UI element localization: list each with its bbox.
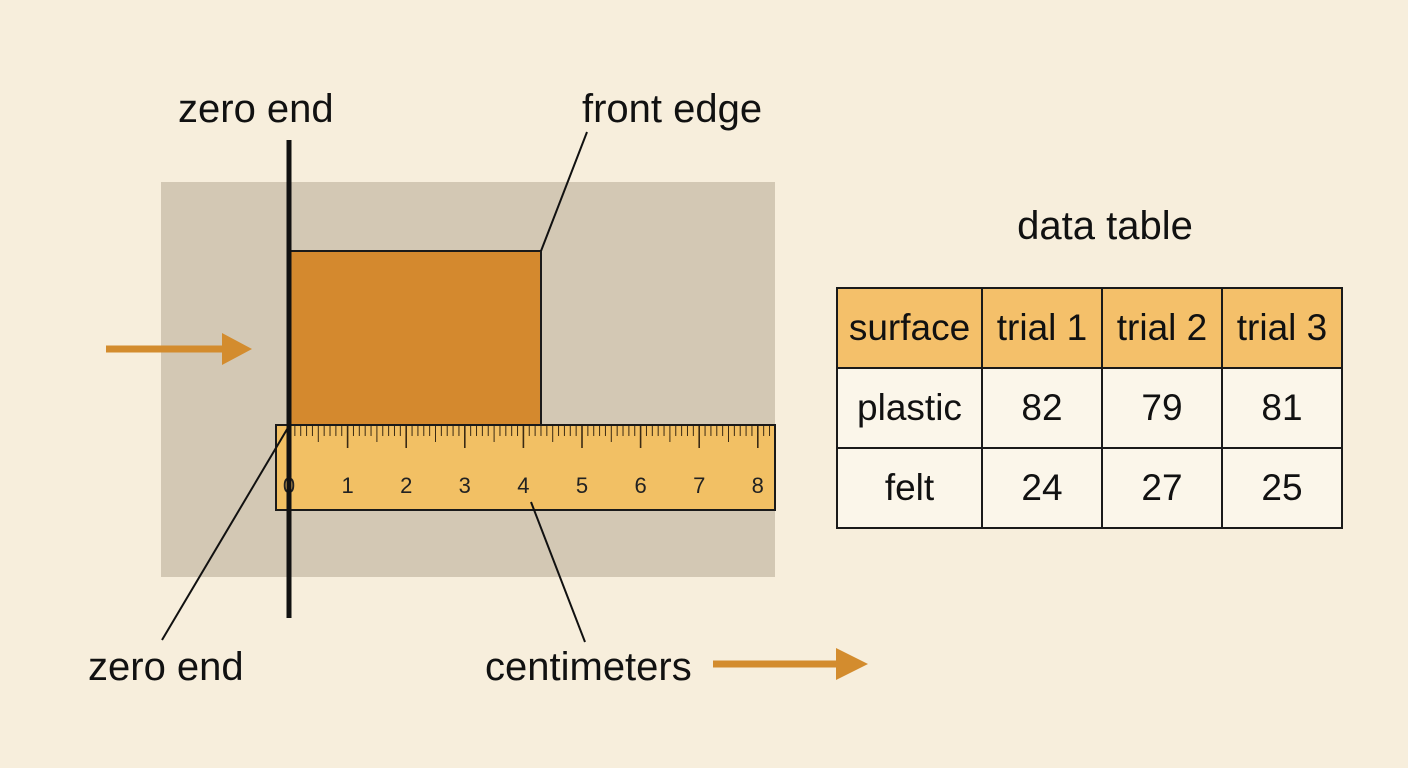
ruler-number: 2 [400,473,412,498]
ruler-number: 8 [752,473,764,498]
table-row: felt 24 27 25 [836,447,1343,529]
centimeters-leader [530,501,586,643]
cell-trial-3: 25 [1221,447,1343,529]
header-trial-2: trial 2 [1101,287,1223,369]
zero-end-top-label: zero end [178,87,334,131]
cell-surface: plastic [836,367,983,449]
ruler-number: 4 [517,473,529,498]
cell-trial-2: 27 [1101,447,1223,529]
cell-trial-2: 79 [1101,367,1223,449]
ruler-number: 3 [459,473,471,498]
table-row: plastic 82 79 81 [836,367,1343,449]
ruler-number: 1 [341,473,353,498]
ruler-number: 7 [693,473,705,498]
ruler-number: 5 [576,473,588,498]
arrow-right-icon [713,648,868,680]
zero-end-bottom-label: zero end [88,645,244,689]
table-header-row: surface trial 1 trial 2 trial 3 [836,287,1343,369]
arrow-right-icon [106,333,252,365]
table-title: data table [1017,204,1193,248]
block [288,250,542,427]
ruler-number: 6 [634,473,646,498]
cell-trial-3: 81 [1221,367,1343,449]
cell-trial-1: 82 [981,367,1103,449]
cell-surface: felt [836,447,983,529]
ruler [275,424,776,511]
data-table: surface trial 1 trial 2 trial 3 plastic … [836,287,1343,529]
centimeters-label: centimeters [485,645,692,689]
header-trial-1: trial 1 [981,287,1103,369]
front-edge-leader [540,131,588,252]
cell-trial-1: 24 [981,447,1103,529]
front-edge-label: front edge [582,87,762,131]
header-surface: surface [836,287,983,369]
zero-end-leader [161,425,290,641]
header-trial-3: trial 3 [1221,287,1343,369]
